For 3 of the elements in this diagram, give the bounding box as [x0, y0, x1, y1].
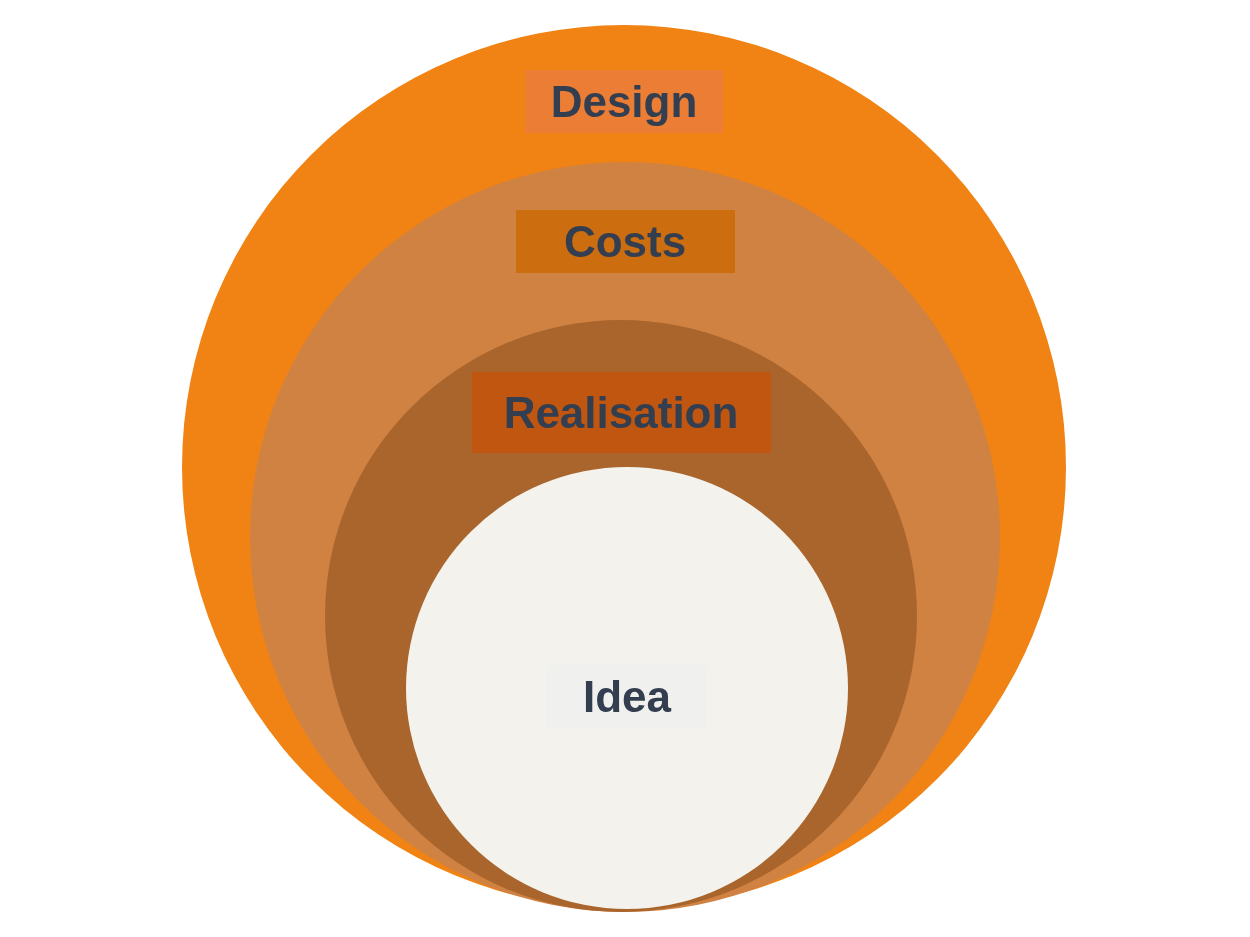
circle-label: Design	[525, 70, 723, 133]
circle-label: Costs	[515, 210, 735, 273]
circle-label: Realisation	[471, 372, 771, 453]
